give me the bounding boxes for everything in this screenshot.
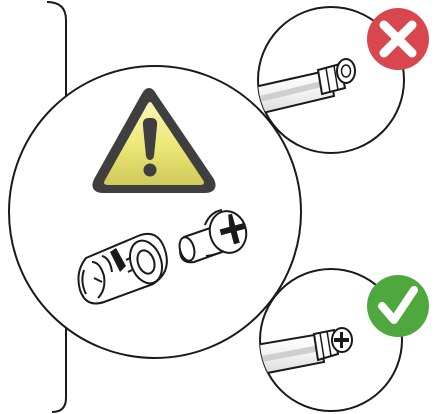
warning-detail-circle: [9, 66, 301, 358]
check-mark-icon: [367, 275, 429, 337]
x-mark-icon: [367, 8, 429, 70]
